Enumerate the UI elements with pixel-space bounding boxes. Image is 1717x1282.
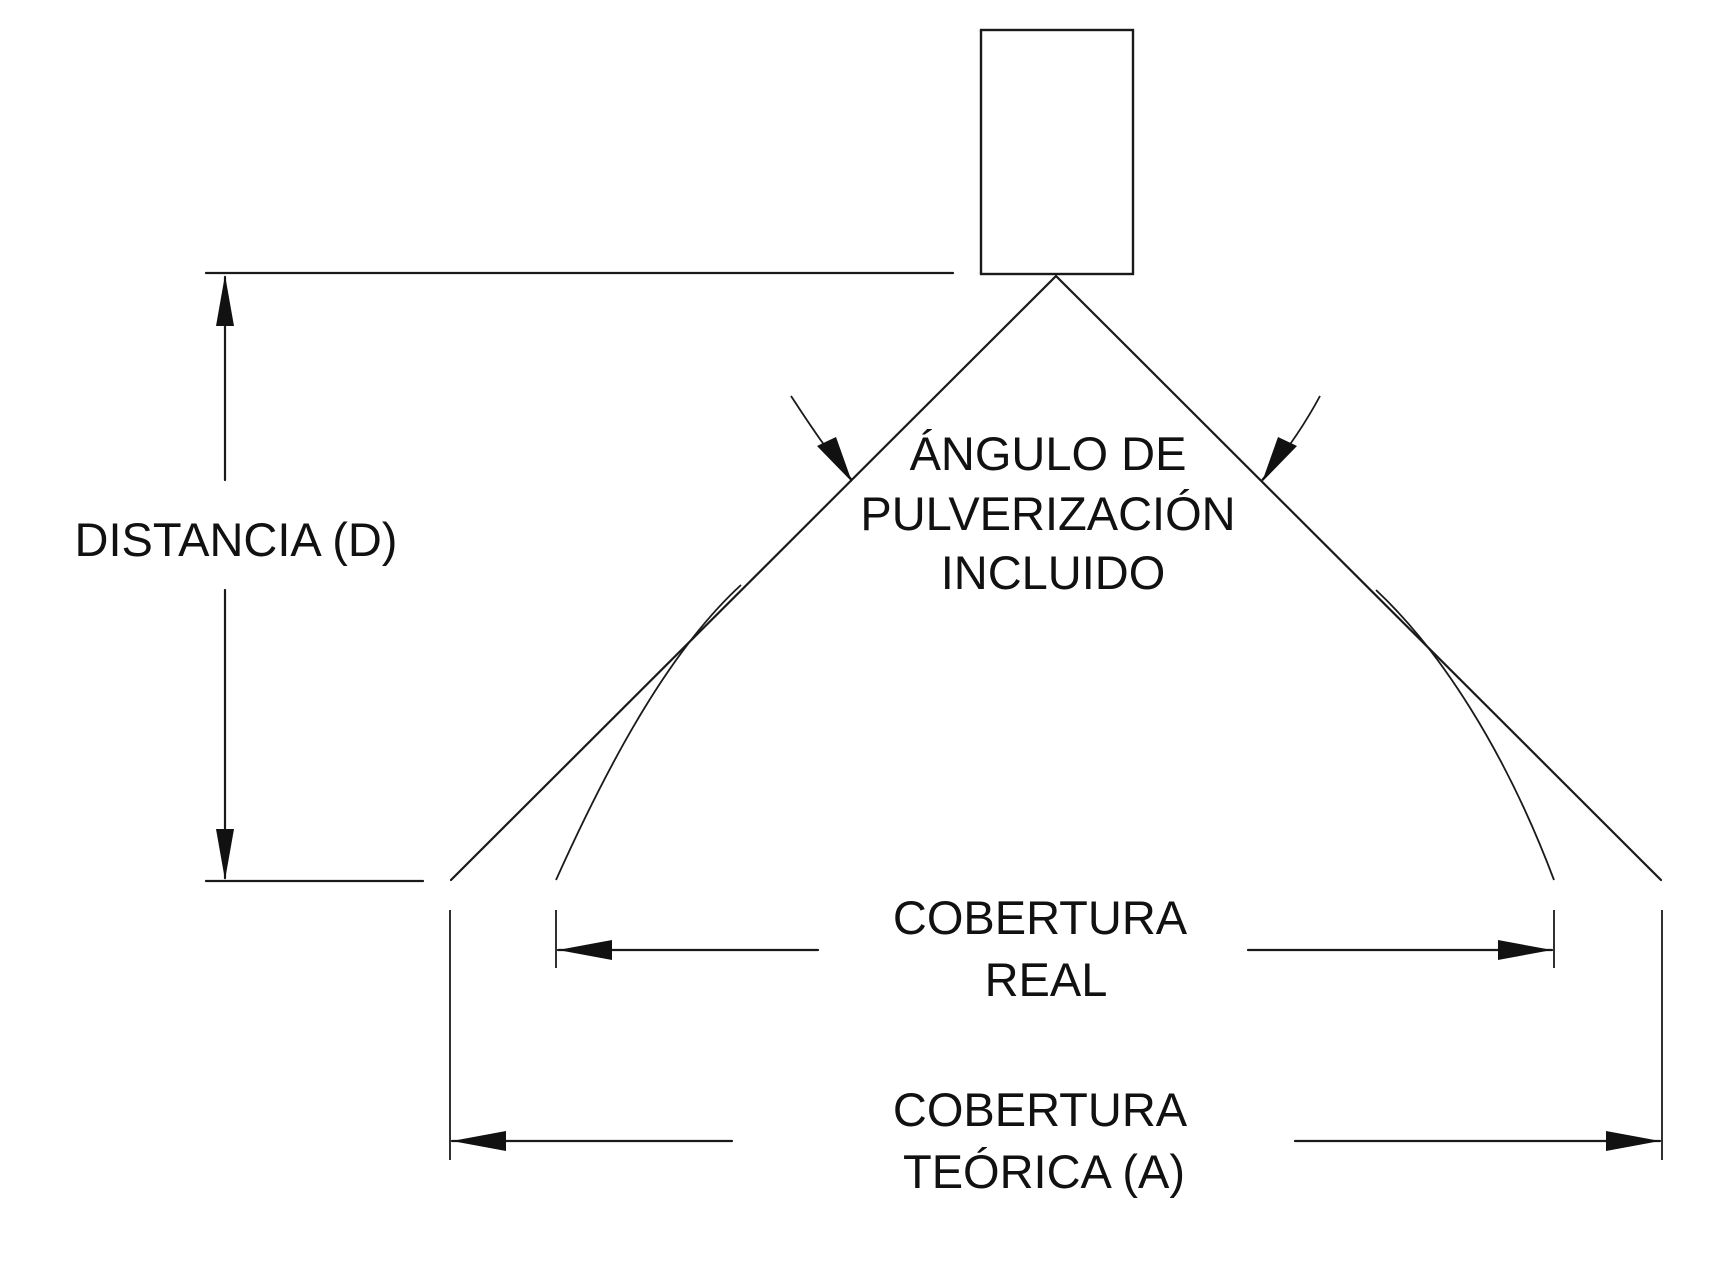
- spray-cone-left-edge: [449, 274, 1058, 882]
- theoretical-coverage-arrowhead-right: [1606, 1131, 1660, 1151]
- spray-angle-label-line-3: INCLUIDO: [941, 546, 1166, 599]
- actual-coverage-arrowhead-left: [558, 940, 612, 960]
- theoretical-coverage-label-line-1: COBERTURA: [893, 1083, 1188, 1136]
- distance-arrowhead-up: [216, 275, 234, 326]
- spray-cone-right-edge: [1054, 274, 1663, 882]
- spray-angle-label-line-2: PULVERIZACIÓN: [860, 487, 1235, 540]
- spray-angle-label-line-1: ÁNGULO DE: [910, 427, 1187, 480]
- theoretical-coverage-label-line-2: TEÓRICA (A): [903, 1145, 1185, 1198]
- actual-coverage-label-line-1: COBERTURA: [893, 891, 1188, 944]
- distance-arrowhead-down: [216, 829, 234, 880]
- spray-angle-right-arrowhead: [1262, 437, 1297, 482]
- actual-spray-right-curve: [1375, 589, 1555, 881]
- nozzle-body: [979, 28, 1135, 276]
- actual-coverage-arrowhead-right: [1498, 940, 1552, 960]
- actual-spray-left-curve: [555, 584, 742, 881]
- spray-angle-left-arrowhead: [817, 437, 852, 482]
- actual-coverage-label-line-2: REAL: [985, 953, 1108, 1006]
- distance-label: DISTANCIA (D): [75, 513, 398, 566]
- theoretical-coverage-arrowhead-left: [452, 1131, 506, 1151]
